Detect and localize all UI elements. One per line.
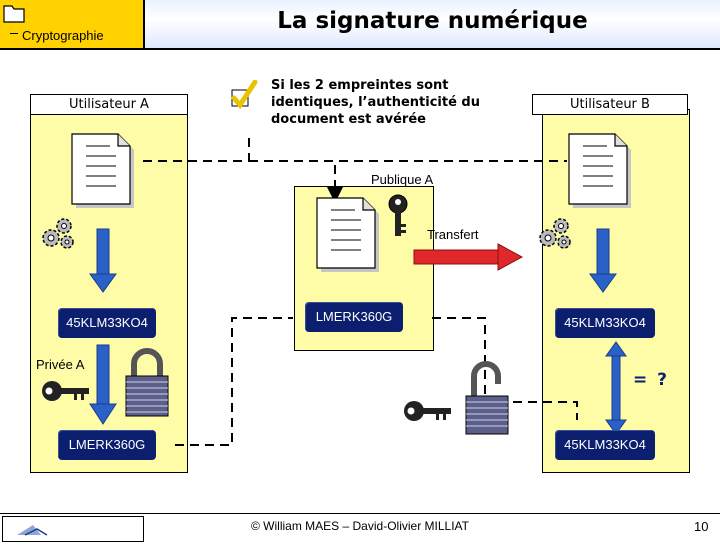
gears-icon bbox=[42, 218, 74, 249]
arrow-sign-left bbox=[89, 344, 117, 425]
hash-code-b: 45KLM33KO4 bbox=[555, 308, 655, 338]
folder-icon bbox=[3, 5, 25, 23]
arrow-hash-left bbox=[89, 228, 117, 293]
decrypted-hash-code: 45KLM33KO4 bbox=[555, 430, 655, 460]
document-icon bbox=[568, 133, 631, 208]
verification-note: Si les 2 empreintes sont identiques, l’a… bbox=[271, 78, 480, 127]
document-icon bbox=[316, 197, 379, 272]
dashed-connector-doc bbox=[143, 132, 336, 198]
section-label: Cryptographie bbox=[22, 28, 104, 43]
key-icon bbox=[388, 194, 408, 236]
arrow-hash-right bbox=[589, 228, 617, 293]
transfer-label: Transfert bbox=[427, 227, 479, 242]
hash-code-a: 45KLM33KO4 bbox=[58, 308, 156, 338]
arrow-compare bbox=[605, 341, 627, 435]
padlock-icon bbox=[125, 348, 169, 417]
key-icon bbox=[42, 381, 89, 401]
checkmark-icon bbox=[231, 80, 258, 110]
header-divider bbox=[0, 48, 720, 50]
dashed-connector-signature bbox=[175, 317, 293, 446]
transfer-arrow bbox=[413, 243, 524, 271]
user-b-label: Utilisateur B bbox=[532, 94, 688, 115]
public-key-label: Publique A bbox=[371, 172, 434, 187]
comparison-label: = ? bbox=[633, 370, 670, 390]
page-title: La signature numérique bbox=[277, 8, 588, 34]
section-tick bbox=[10, 33, 18, 34]
signature-code-transfer: LMERK360G bbox=[305, 302, 403, 332]
gears-icon bbox=[539, 218, 571, 249]
header-tab bbox=[0, 0, 145, 48]
copyright: © William MAES – David-Olivier MILLIAT bbox=[251, 519, 469, 533]
page-number: 10 bbox=[694, 519, 709, 534]
key-icon bbox=[404, 401, 451, 421]
signature-code-a: LMERK360G bbox=[58, 430, 156, 460]
padlock-icon bbox=[465, 361, 509, 435]
user-a-label: Utilisateur A bbox=[30, 94, 188, 115]
document-icon bbox=[71, 133, 134, 208]
footer-divider bbox=[0, 513, 720, 514]
private-key-label: Privée A bbox=[36, 357, 85, 372]
logo-icon bbox=[17, 525, 48, 536]
